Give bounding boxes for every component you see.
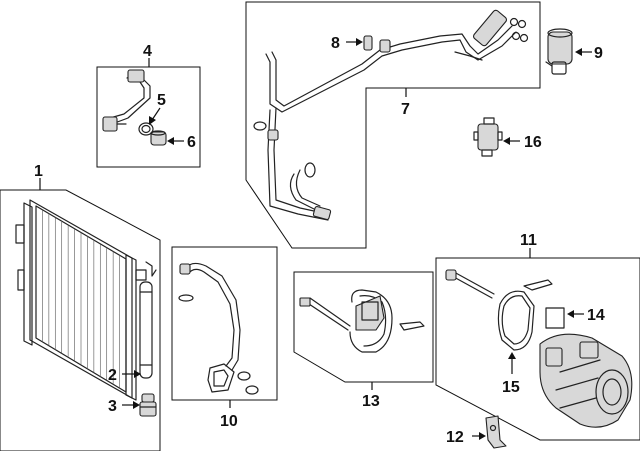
cap (150, 130, 167, 146)
callout-2: 2 (108, 367, 117, 384)
callout-11: 11 (520, 232, 537, 249)
condenser (15, 199, 157, 401)
o-ring (138, 122, 154, 136)
callout-3: 3 (108, 398, 117, 415)
ac-line-group-frame (245, 1, 541, 249)
leader-lines (39, 38, 592, 440)
callout-15: 15 (502, 379, 520, 396)
callout-10: 10 (220, 413, 238, 430)
valve-core (363, 35, 391, 53)
drier-plug (139, 393, 157, 417)
callout-9: 9 (594, 45, 603, 62)
bracket (485, 415, 507, 449)
callout-8: 8 (331, 35, 340, 52)
compressor-group-frame (435, 257, 640, 441)
callout-7: 7 (401, 101, 410, 118)
condenser-fins (42, 209, 120, 389)
clutch-group-frame (293, 271, 434, 383)
callout-6: 6 (187, 134, 196, 151)
ac-line-assembly (253, 9, 529, 221)
gasket (497, 290, 535, 351)
callout-13: 13 (362, 393, 380, 410)
callout-1: 1 (34, 163, 43, 180)
sensor (473, 117, 503, 157)
discharge-hose (178, 262, 259, 395)
condenser-group-frame (0, 189, 161, 451)
expansion-valve (545, 28, 573, 75)
seal (545, 307, 565, 329)
callout-14: 14 (587, 307, 605, 324)
discharge-hose-group-frame (171, 246, 278, 401)
receiver-drier (139, 281, 153, 379)
callout-16: 16 (524, 134, 542, 151)
compressor (445, 269, 633, 428)
callout-5: 5 (157, 92, 166, 109)
suction-line-assembly (102, 69, 151, 132)
callout-4: 4 (143, 43, 152, 60)
clutch-assembly (299, 289, 425, 353)
callout-12: 12 (446, 429, 464, 446)
